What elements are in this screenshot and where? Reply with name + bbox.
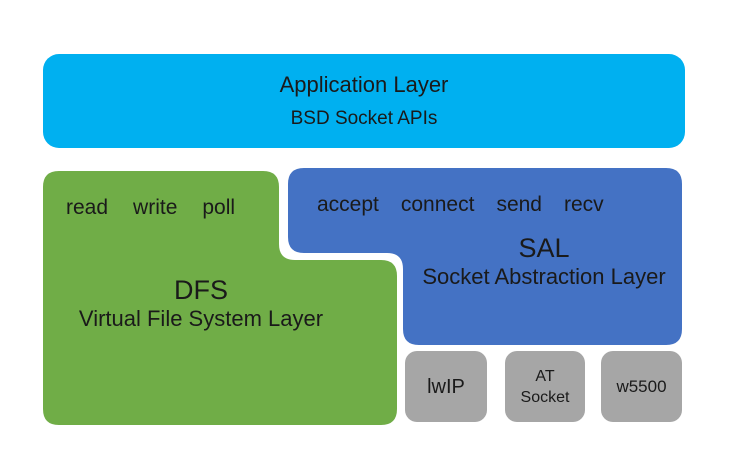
sal-function-list: accept connect send recv	[317, 192, 604, 218]
dfs-function-poll: poll	[202, 196, 236, 219]
sal-layer-title-block: SAL Socket Abstraction Layer	[403, 234, 685, 290]
driver-box-w5500: w5500	[601, 351, 682, 422]
sal-function-accept: accept	[317, 193, 379, 216]
dfs-layer-shape	[43, 171, 397, 425]
dfs-function-read: read	[66, 196, 109, 219]
driver-label-lwip: lwIP	[427, 375, 465, 398]
driver-label-w5500: w5500	[616, 376, 667, 396]
dfs-function-list: read write poll	[66, 195, 235, 221]
sal-layer-abbr: SAL	[518, 233, 570, 263]
driver-label-at-line2: Socket	[520, 388, 570, 406]
sal-layer-name: Socket Abstraction Layer	[422, 264, 666, 289]
application-layer-box: Application Layer BSD Socket APIs	[43, 54, 685, 148]
driver-box-at-socket: AT Socket	[505, 351, 585, 422]
dfs-layer-name: Virtual File System Layer	[78, 306, 324, 331]
sal-layer-shape	[288, 168, 682, 345]
sal-function-recv: recv	[563, 193, 604, 216]
dfs-layer-title-block: DFS Virtual File System Layer	[43, 276, 359, 332]
application-layer-title: Application Layer	[279, 72, 449, 97]
driver-box-lwip: lwIP	[405, 351, 487, 422]
driver-label-at: AT	[535, 367, 555, 385]
dfs-function-write: write	[133, 196, 178, 219]
application-layer-subtitle: BSD Socket APIs	[290, 108, 438, 129]
dfs-layer-abbr: DFS	[174, 275, 228, 305]
sal-function-connect: connect	[400, 193, 475, 216]
sal-function-send: send	[496, 193, 542, 216]
